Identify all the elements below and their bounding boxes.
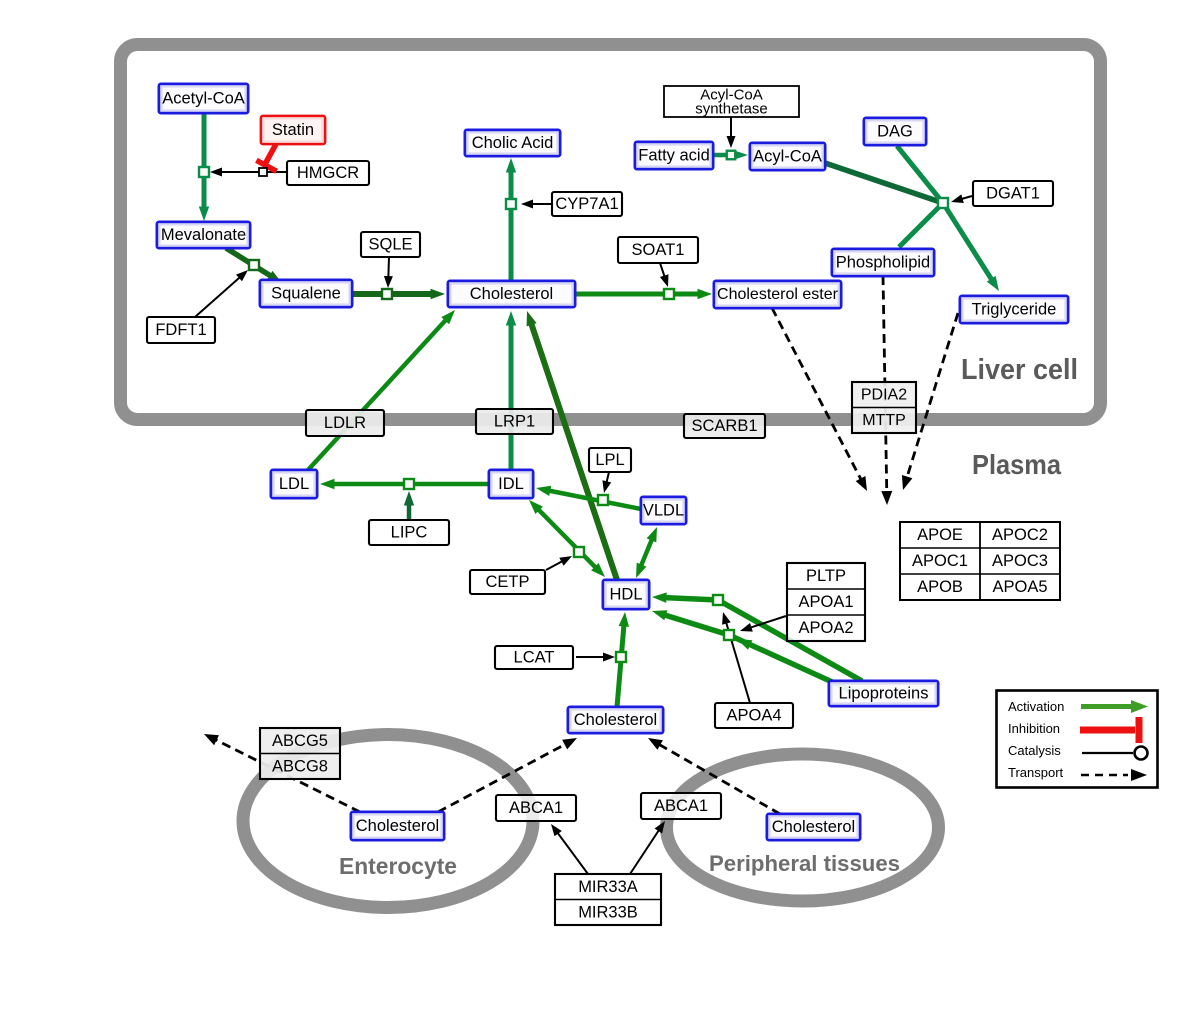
svg-text:Plasma: Plasma — [972, 449, 1061, 480]
svg-text:Triglyceride: Triglyceride — [972, 301, 1057, 319]
svg-text:Squalene: Squalene — [271, 285, 341, 303]
svg-text:Activation: Activation — [1008, 699, 1064, 714]
svg-text:Cholic Acid: Cholic Acid — [472, 134, 554, 152]
svg-text:Catalysis: Catalysis — [1008, 743, 1061, 758]
svg-text:LPL: LPL — [595, 451, 624, 469]
svg-text:ABCG8: ABCG8 — [272, 757, 328, 775]
svg-text:Liver cell: Liver cell — [961, 354, 1078, 386]
svg-text:MIR33B: MIR33B — [578, 903, 638, 921]
svg-text:APOE: APOE — [917, 526, 963, 544]
svg-text:LCAT: LCAT — [514, 649, 555, 667]
svg-text:SOAT1: SOAT1 — [632, 241, 685, 259]
svg-text:Cholesterol: Cholesterol — [574, 711, 657, 729]
svg-text:HDL: HDL — [609, 586, 642, 604]
svg-text:Acyl-CoA: Acyl-CoA — [753, 148, 822, 166]
svg-text:DAG: DAG — [877, 123, 913, 141]
svg-text:Inhibition: Inhibition — [1008, 721, 1060, 736]
svg-text:APOA5: APOA5 — [992, 578, 1047, 596]
svg-text:APOC2: APOC2 — [992, 526, 1048, 544]
svg-text:LRP1: LRP1 — [494, 413, 535, 431]
svg-text:Fatty acid: Fatty acid — [638, 147, 710, 165]
svg-text:LIPC: LIPC — [391, 524, 428, 542]
svg-text:Phospholipid: Phospholipid — [836, 254, 931, 272]
svg-text:VLDL: VLDL — [643, 502, 684, 520]
svg-text:Peripheral tissues: Peripheral tissues — [709, 851, 900, 876]
svg-text:PDIA2: PDIA2 — [861, 386, 907, 403]
svg-text:Acetyl-CoA: Acetyl-CoA — [162, 90, 245, 108]
svg-text:CETP: CETP — [485, 573, 529, 591]
svg-text:Acyl-CoA: Acyl-CoA — [700, 87, 763, 104]
svg-text:MIR33A: MIR33A — [578, 878, 638, 896]
svg-text:Cholesterol: Cholesterol — [356, 817, 439, 835]
svg-text:Lipoproteins: Lipoproteins — [839, 685, 929, 703]
svg-text:ABCA1: ABCA1 — [509, 799, 563, 817]
svg-text:IDL: IDL — [498, 475, 524, 493]
svg-text:SQLE: SQLE — [368, 236, 412, 254]
svg-text:FDFT1: FDFT1 — [155, 321, 206, 339]
svg-text:synthetase: synthetase — [695, 101, 768, 118]
svg-text:Mevalonate: Mevalonate — [161, 226, 246, 244]
svg-text:APOA2: APOA2 — [798, 619, 853, 637]
svg-text:APOC1: APOC1 — [912, 552, 968, 570]
svg-text:CYP7A1: CYP7A1 — [555, 195, 618, 213]
svg-text:Cholesterol ester: Cholesterol ester — [717, 286, 839, 303]
svg-text:Enterocyte: Enterocyte — [339, 853, 457, 879]
svg-text:PLTP: PLTP — [806, 567, 846, 585]
svg-text:Cholesterol: Cholesterol — [772, 818, 855, 836]
svg-text:ABCG5: ABCG5 — [272, 732, 328, 750]
svg-text:APOA1: APOA1 — [798, 593, 853, 611]
svg-text:APOA4: APOA4 — [726, 707, 781, 725]
svg-text:APOC3: APOC3 — [992, 552, 1048, 570]
svg-text:LDLR: LDLR — [324, 414, 366, 432]
svg-text:Transport: Transport — [1008, 765, 1064, 780]
svg-text:Statin: Statin — [272, 121, 314, 139]
svg-text:MTTP: MTTP — [862, 412, 906, 429]
svg-text:HMGCR: HMGCR — [297, 164, 359, 182]
svg-text:LDL: LDL — [279, 475, 309, 493]
svg-text:SCARB1: SCARB1 — [691, 417, 757, 435]
svg-text:APOB: APOB — [917, 578, 963, 596]
svg-text:ABCA1: ABCA1 — [654, 797, 708, 815]
svg-text:DGAT1: DGAT1 — [986, 185, 1040, 203]
svg-text:Cholesterol: Cholesterol — [470, 285, 553, 303]
